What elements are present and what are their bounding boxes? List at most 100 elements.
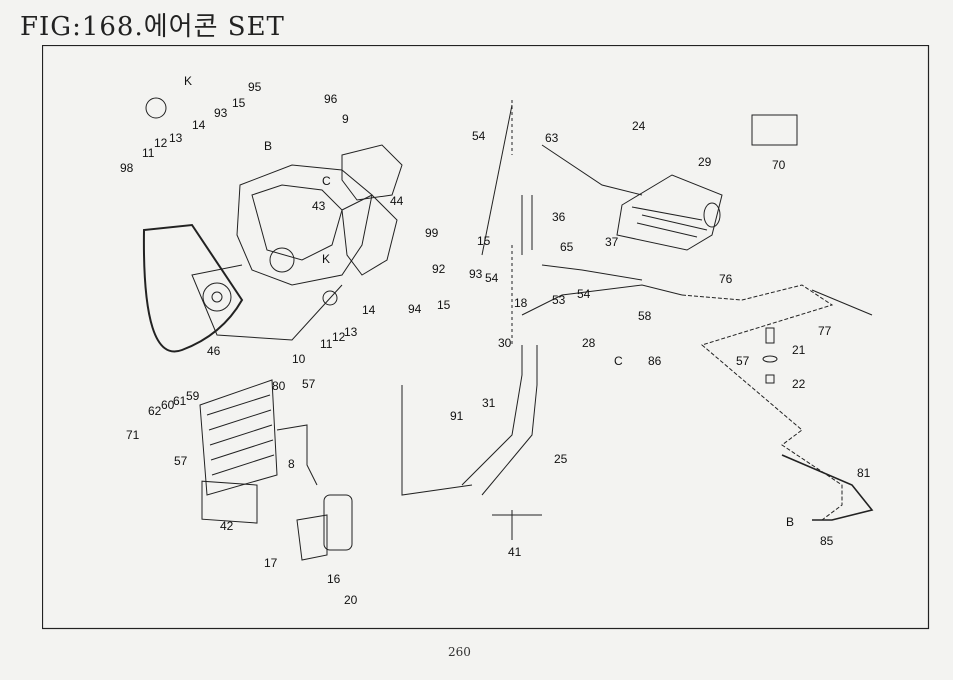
pipe-31: [461, 345, 523, 486]
callout: 65: [560, 240, 574, 254]
callout: 24: [632, 119, 646, 133]
callout: 9: [342, 112, 349, 126]
callout: 54: [577, 287, 591, 301]
part-41: [492, 510, 542, 540]
callout: K: [184, 74, 192, 88]
callout: 46: [207, 344, 221, 358]
callout: 29: [698, 155, 712, 169]
callout: 57: [302, 377, 316, 391]
condenser-group: [199, 379, 542, 561]
compressor: [341, 144, 403, 201]
pipe-91: [401, 385, 473, 496]
callout: 28: [582, 336, 596, 350]
callout: 94: [408, 302, 422, 316]
engine-pulley: [269, 247, 295, 273]
nut-22: [765, 374, 775, 384]
callout: 15: [232, 96, 246, 110]
callout: 85: [820, 534, 834, 548]
drier-bracket: [296, 514, 328, 561]
callout: 53: [552, 293, 566, 307]
diagram-frame: 98 11 12 13 14 93 15 K 95 96 9 B C 43 44…: [42, 45, 930, 630]
callout: 43: [312, 199, 326, 213]
evaporator-fins: [631, 206, 708, 238]
page-title: FIG:168.에어콘 SET: [20, 12, 285, 42]
callout: 25: [554, 452, 568, 466]
callout: 77: [818, 324, 832, 338]
receiver-drier: [323, 494, 353, 551]
pipe-28: [521, 284, 683, 316]
callout: 10: [292, 352, 306, 366]
callout: 12: [154, 136, 168, 150]
callout: 36: [552, 210, 566, 224]
pulley-13: [145, 97, 167, 119]
callout: 93: [214, 106, 228, 120]
evaporator: [616, 174, 723, 251]
pulley-13b: [322, 290, 338, 306]
callout: 70: [772, 158, 786, 172]
callout: 13: [169, 131, 183, 145]
label-plate: [751, 114, 798, 146]
callout: 30: [498, 336, 512, 350]
callout: B: [786, 515, 794, 529]
callout: 76: [719, 272, 733, 286]
evaporator-group: [401, 100, 874, 521]
callout: 93: [469, 267, 483, 281]
callout: 54: [472, 129, 486, 143]
callout: 44: [390, 194, 404, 208]
sensor-77: [811, 289, 873, 316]
pipe-18: [521, 195, 533, 255]
pulley-46: [202, 282, 232, 312]
callout: 14: [362, 303, 376, 317]
callout: 71: [126, 428, 140, 442]
engine-group: [142, 97, 513, 353]
callout: 11: [142, 146, 155, 160]
frame-border: [42, 45, 930, 630]
callout: 98: [120, 161, 134, 175]
callout: 17: [264, 556, 278, 570]
callout: 16: [327, 572, 341, 586]
callout: 57: [174, 454, 188, 468]
belt: [142, 223, 244, 353]
pipe-25: [481, 345, 538, 496]
callout: 18: [514, 296, 528, 310]
callout: 12: [332, 330, 346, 344]
callout: 54: [485, 271, 499, 285]
callout: 91: [450, 409, 464, 423]
callout: 42: [220, 519, 234, 533]
callout: B: [264, 139, 272, 153]
callout: C: [614, 354, 623, 368]
callout: 81: [857, 466, 871, 480]
condenser-pipe: [276, 424, 318, 486]
callout: 86: [648, 354, 662, 368]
callout: 61: [173, 394, 187, 408]
callout: 14: [192, 118, 206, 132]
page-number: 260: [448, 645, 471, 659]
bolt-21: [765, 327, 775, 344]
callout: 62: [148, 404, 162, 418]
callout: 31: [482, 396, 496, 410]
engine-block: [236, 164, 373, 286]
pipe-53: [541, 264, 643, 281]
callout: 22: [792, 377, 806, 391]
leader-1: [191, 264, 343, 341]
callout: 96: [324, 92, 338, 106]
callout: 15: [477, 234, 491, 248]
hose-81: [781, 454, 874, 521]
condenser: [199, 379, 278, 496]
bracket: [341, 194, 398, 276]
callout: 80: [272, 379, 286, 393]
screen-42: [201, 480, 258, 524]
callout: 21: [792, 343, 806, 357]
callout: 63: [545, 131, 559, 145]
parts-diagram: 98 11 12 13 14 93 15 K 95 96 9 B C 43 44…: [42, 45, 930, 630]
callout: 41: [508, 545, 522, 559]
blower: [703, 202, 721, 228]
callouts: 98 11 12 13 14 93 15 K 95 96 9 B C 43 44…: [120, 74, 871, 607]
callout: 92: [432, 262, 446, 276]
callout: 95: [248, 80, 262, 94]
callout: 57: [736, 354, 750, 368]
callout: K: [322, 252, 330, 266]
callout: 60: [161, 398, 175, 412]
callout: C: [322, 174, 331, 188]
leader-2: [481, 104, 513, 256]
